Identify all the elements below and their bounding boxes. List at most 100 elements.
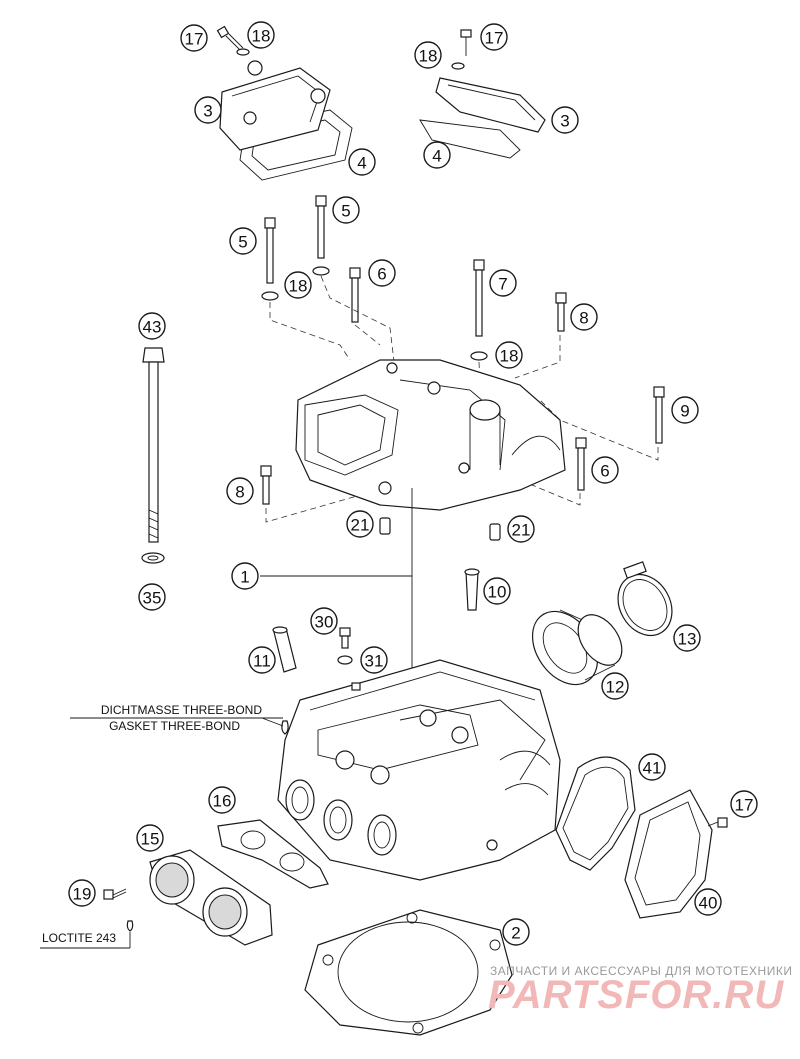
callout-number: 3 — [203, 102, 212, 121]
bolts-upper — [260, 195, 665, 505]
callout-circle — [229, 227, 257, 255]
callout-8: 8 — [226, 477, 254, 505]
callout-7: 7 — [489, 269, 517, 297]
callout-circle — [360, 646, 388, 674]
callout-16: 16 — [208, 786, 236, 814]
callout-number: 16 — [213, 792, 232, 811]
callout-2: 2 — [502, 918, 530, 946]
callout-circle — [68, 879, 96, 907]
callout-number: 17 — [485, 29, 504, 48]
callout-3: 3 — [551, 106, 579, 134]
callout-circle — [310, 607, 338, 635]
callout-number: 17 — [185, 30, 204, 49]
callout-21: 21 — [507, 515, 535, 543]
cylinder-head — [277, 659, 561, 881]
cover-gasket-41 — [555, 756, 636, 871]
camshaft-carrier — [295, 359, 566, 511]
head-gasket-2 — [304, 909, 513, 1036]
sealant-label-en: GASKET THREE-BOND — [109, 719, 240, 733]
callout-number: 40 — [699, 894, 718, 913]
callout-number: 6 — [377, 265, 386, 284]
callout-number: 4 — [357, 154, 366, 173]
callout-circle — [601, 672, 629, 700]
callout-4: 4 — [423, 141, 451, 169]
callout-circle — [226, 477, 254, 505]
callout-35: 35 — [138, 583, 166, 611]
callout-41: 41 — [638, 753, 666, 781]
callout-number: 1 — [240, 568, 249, 587]
callout-number: 2 — [511, 924, 520, 943]
callout-circle — [694, 888, 722, 916]
watermark: ЗАПЧАСТИ И АКСЕССУАРЫ ДЛЯ МОТОТЕХНИКИ PA… — [488, 964, 792, 1017]
watermark-tagline: ЗАПЧАСТИ И АКСЕССУАРЫ ДЛЯ МОТОТЕХНИКИ — [490, 964, 792, 978]
watermark-brand: PARTSFOR.RU — [488, 973, 784, 1017]
callout-circle — [483, 577, 511, 605]
callout-circle — [638, 753, 666, 781]
callout-12: 12 — [601, 672, 629, 700]
callout-43: 43 — [138, 312, 166, 340]
callout-circle — [138, 312, 166, 340]
callout-5: 5 — [229, 227, 257, 255]
callout-11: 11 — [248, 646, 276, 674]
callout-circle — [730, 790, 758, 818]
callout-circle — [489, 269, 517, 297]
valve-guides — [272, 568, 480, 673]
callout-circle — [502, 918, 530, 946]
sealant-note: DICHTMASSE THREE-BOND GASKET THREE-BOND — [70, 703, 289, 735]
callout-6: 6 — [591, 456, 619, 484]
callout-circle — [136, 824, 164, 852]
callout-circle — [570, 303, 598, 331]
callout-number: 8 — [235, 483, 244, 502]
callout-circle — [591, 456, 619, 484]
valve-cover-left — [219, 60, 353, 181]
callout-17: 17 — [730, 790, 758, 818]
callout-number: 7 — [498, 275, 507, 294]
callout-number: 43 — [143, 318, 162, 337]
callout-number: 19 — [73, 885, 92, 904]
callout-15: 15 — [136, 824, 164, 852]
callout-40: 40 — [694, 888, 722, 916]
callout-8: 8 — [570, 303, 598, 331]
callout-number: 9 — [680, 402, 689, 421]
callout-13: 13 — [673, 624, 701, 652]
callout-circle — [368, 259, 396, 287]
intake-gasket-16 — [217, 819, 329, 889]
valve-cover-right — [419, 29, 546, 159]
callout-number: 17 — [735, 796, 754, 815]
callout-9: 9 — [671, 396, 699, 424]
callout-number: 18 — [252, 27, 271, 46]
dowel-pins-21 — [379, 517, 501, 541]
loctite-label: LOCTITE 243 — [42, 931, 116, 945]
callout-18: 18 — [414, 41, 442, 69]
callout-circle — [495, 341, 523, 369]
hose-clamp-13 — [617, 561, 673, 637]
callout-31: 31 — [360, 646, 388, 674]
callout-6: 6 — [368, 259, 396, 287]
callout-number: 41 — [643, 759, 662, 778]
screw-19: LOCTITE 243 — [40, 888, 134, 949]
callout-circle — [673, 624, 701, 652]
side-cover-40 — [624, 789, 728, 919]
callout-circle — [423, 141, 451, 169]
callout-circle — [414, 41, 442, 69]
callout-10: 10 — [483, 577, 511, 605]
callout-number: 21 — [351, 516, 370, 535]
callout-number: 11 — [253, 652, 271, 671]
callout-circle — [247, 21, 275, 49]
sealant-label-de: DICHTMASSE THREE-BOND — [101, 703, 262, 717]
callout-circle — [348, 148, 376, 176]
callout-18: 18 — [247, 21, 275, 49]
callout-circle — [507, 515, 535, 543]
intake-flange-15 — [149, 849, 273, 946]
callout-circle — [671, 396, 699, 424]
callout-number: 8 — [579, 309, 588, 328]
long-stud-43 — [141, 347, 165, 564]
callout-number: 12 — [606, 678, 625, 697]
callout-number: 18 — [419, 47, 438, 66]
callout-number: 18 — [289, 277, 308, 296]
callout-number: 3 — [560, 112, 569, 131]
callout-1: 1 — [231, 562, 259, 590]
callout-3: 3 — [194, 96, 222, 124]
